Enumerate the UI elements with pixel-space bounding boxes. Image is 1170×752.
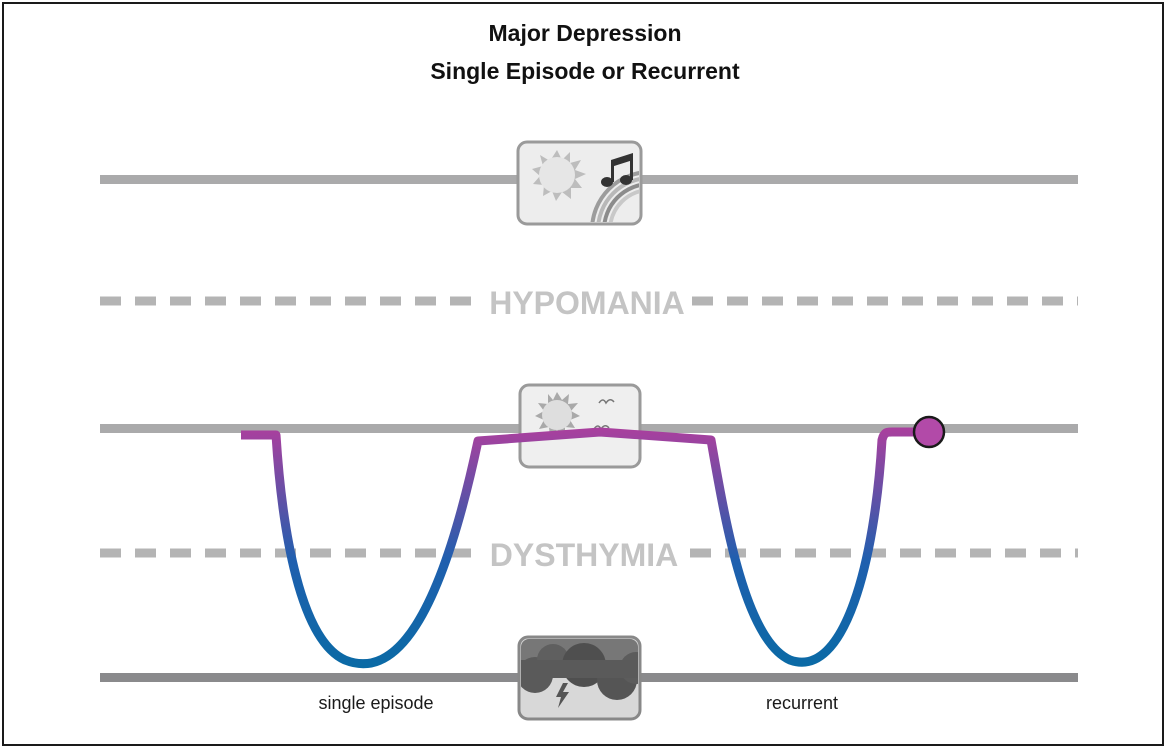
- diagram-title: Major Depression: [488, 20, 682, 46]
- current-state-marker: [912, 415, 946, 449]
- recurrent-label: recurrent: [766, 693, 838, 713]
- sun-music-rainbow-icon: [516, 140, 643, 226]
- diagram-subtitle: Single Episode or Recurrent: [430, 58, 740, 84]
- dysthymia-label: DYSTHYMIA: [490, 537, 678, 573]
- single-episode-label: single episode: [318, 693, 433, 713]
- storm-cloud-lightning-icon: [517, 635, 642, 721]
- sun-birds-icon: [518, 383, 642, 469]
- hypomania-label: HYPOMANIA: [489, 285, 685, 321]
- mood-course-line: [241, 427, 928, 669]
